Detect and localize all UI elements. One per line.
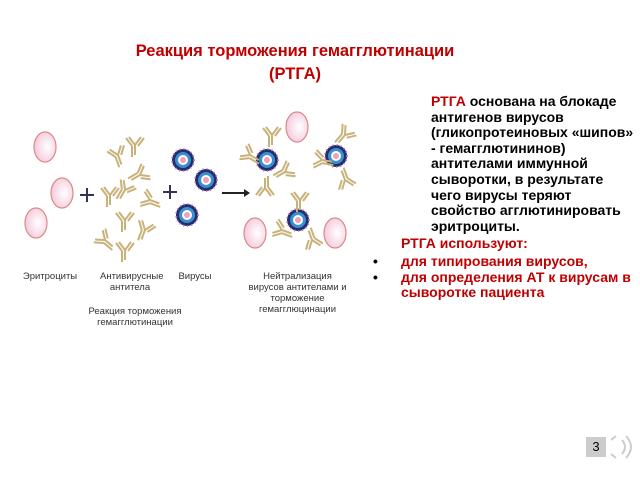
definition-text: основана на блокаде антигенов вирусов (г… — [431, 93, 634, 234]
list-item: для определения АТ к вирусам в сыворотке… — [373, 269, 635, 301]
label-erythrocytes: Эритроциты — [22, 271, 78, 282]
paragraph-definition: РТГА основана на блокаде антигенов вирус… — [385, 93, 635, 234]
slide-number: 3 — [586, 437, 606, 457]
list-item: для типирования вирусов, — [373, 253, 635, 270]
label-antibodies: Антивирусные антитела — [100, 271, 164, 293]
usage-list: для типирования вирусов, для определения… — [373, 253, 635, 301]
antibodies — [92, 136, 166, 263]
arrow-icon — [222, 189, 250, 197]
rtga-diagram — [24, 111, 359, 263]
usage-heading: РТГА используют: — [401, 235, 528, 252]
title-line-1: Реакция торможения гемагглютинации — [135, 42, 455, 60]
rtga-term: РТГА — [431, 93, 466, 109]
diagram-caption: Реакция торможения гемагглютинации — [88, 306, 182, 328]
label-result: Нейтрализация вирусов антителами и тормо… — [248, 271, 347, 315]
slide-title: Реакция торможения гемагглютинации (РТГА… — [60, 40, 530, 86]
speaker-icon[interactable] — [606, 432, 636, 462]
title-line-2: (РТГА) — [268, 65, 322, 83]
erythrocytes — [24, 111, 347, 249]
plus-icon — [80, 185, 177, 202]
label-viruses: Вирусы — [178, 271, 212, 282]
slide-body: РТГА основана на блокаде антигенов вирус… — [373, 93, 635, 301]
